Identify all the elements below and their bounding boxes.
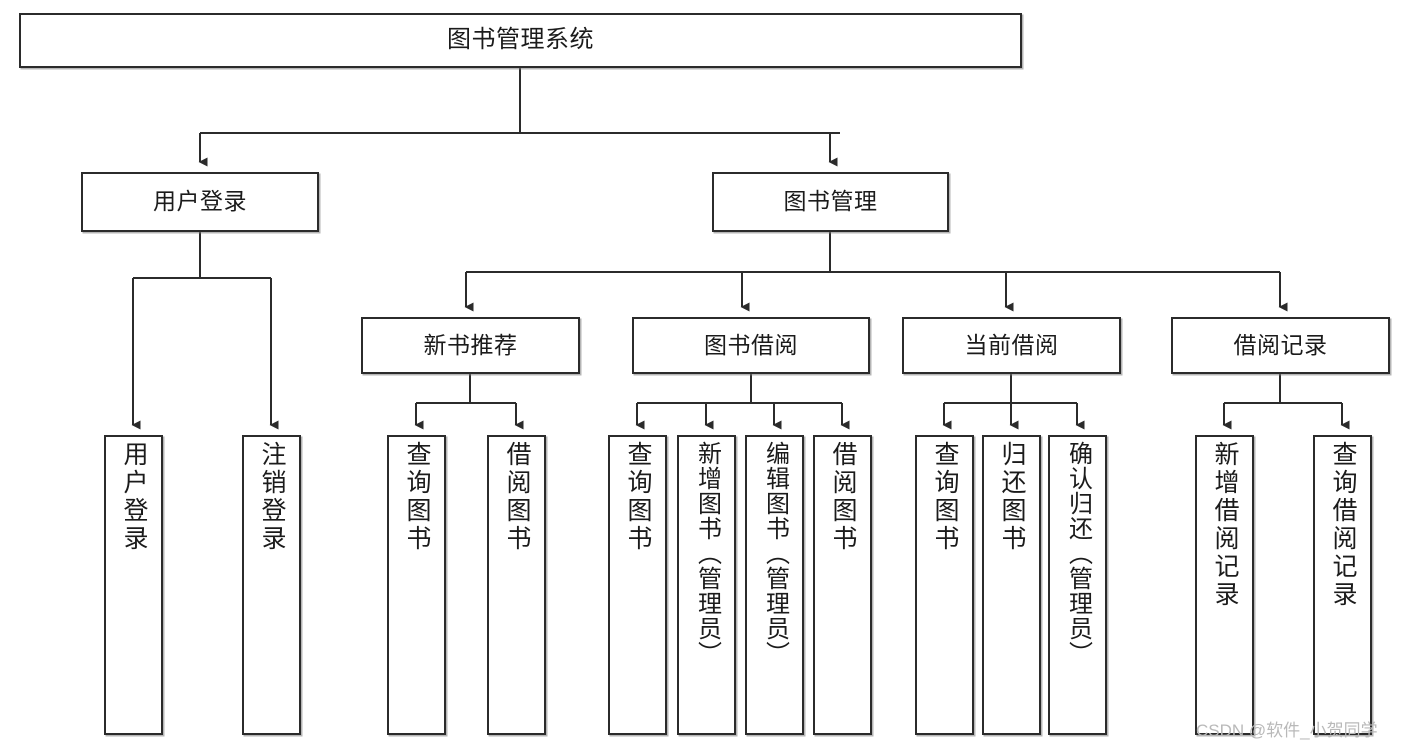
node-user-login-label: 用户登录 xyxy=(153,188,247,215)
node-leaf-user-login[interactable]: 用户登录 xyxy=(104,435,163,735)
node-leaf-query-record[interactable]: 查询借阅记录 xyxy=(1313,435,1372,735)
node-leaf-borrow-book[interactable]: 借阅图书 xyxy=(813,435,872,735)
node-leaf-edit-book[interactable]: 编辑图书（管理员） xyxy=(745,435,804,735)
node-leaf-add-record-label: 新增借阅记录 xyxy=(1211,441,1239,609)
node-leaf-confirm-return-label: 确认归还（管理员） xyxy=(1064,441,1092,666)
node-leaf-borrow-book-rec[interactable]: 借阅图书 xyxy=(487,435,546,735)
node-leaf-query-book-current-label: 查询图书 xyxy=(931,441,959,553)
node-book-manage-label: 图书管理 xyxy=(783,188,878,215)
csdn-watermark: CSDN @软件_小贺同学 xyxy=(1196,721,1378,740)
node-borrow-record-label: 借阅记录 xyxy=(1233,331,1328,358)
node-book-borrow[interactable]: 图书借阅 xyxy=(632,317,870,374)
node-leaf-logout[interactable]: 注销登录 xyxy=(242,435,301,735)
node-leaf-query-book-current[interactable]: 查询图书 xyxy=(915,435,974,735)
node-borrow-record[interactable]: 借阅记录 xyxy=(1171,317,1390,374)
node-leaf-add-book-label: 新增图书（管理员） xyxy=(693,441,721,666)
node-book-borrow-label: 图书借阅 xyxy=(704,331,798,358)
node-new-book-rec-label: 新书推荐 xyxy=(423,331,518,358)
node-user-login[interactable]: 用户登录 xyxy=(81,172,319,232)
node-leaf-user-login-label: 用户登录 xyxy=(120,441,148,553)
node-leaf-return-book[interactable]: 归还图书 xyxy=(982,435,1041,735)
node-leaf-add-record[interactable]: 新增借阅记录 xyxy=(1195,435,1254,735)
node-root[interactable]: 图书管理系统 xyxy=(19,13,1022,68)
node-new-book-rec[interactable]: 新书推荐 xyxy=(361,317,580,374)
node-current-borrow-label: 当前借阅 xyxy=(964,331,1059,358)
node-leaf-query-book-rec[interactable]: 查询图书 xyxy=(387,435,446,735)
node-leaf-borrow-book-rec-label: 借阅图书 xyxy=(503,441,531,553)
node-leaf-return-book-label: 归还图书 xyxy=(998,441,1026,553)
node-leaf-add-book[interactable]: 新增图书（管理员） xyxy=(677,435,736,735)
node-leaf-query-book-borrow[interactable]: 查询图书 xyxy=(608,435,667,735)
node-root-label: 图书管理系统 xyxy=(447,26,594,54)
node-leaf-query-record-label: 查询借阅记录 xyxy=(1329,441,1357,609)
node-leaf-query-book-rec-label: 查询图书 xyxy=(403,441,431,553)
node-leaf-borrow-book-label: 借阅图书 xyxy=(829,441,857,553)
node-leaf-query-book-borrow-label: 查询图书 xyxy=(624,441,652,553)
node-leaf-confirm-return[interactable]: 确认归还（管理员） xyxy=(1048,435,1107,735)
node-book-manage[interactable]: 图书管理 xyxy=(712,172,949,232)
node-leaf-logout-label: 注销登录 xyxy=(258,441,286,553)
node-current-borrow[interactable]: 当前借阅 xyxy=(902,317,1121,374)
node-leaf-edit-book-label: 编辑图书（管理员） xyxy=(761,441,789,666)
